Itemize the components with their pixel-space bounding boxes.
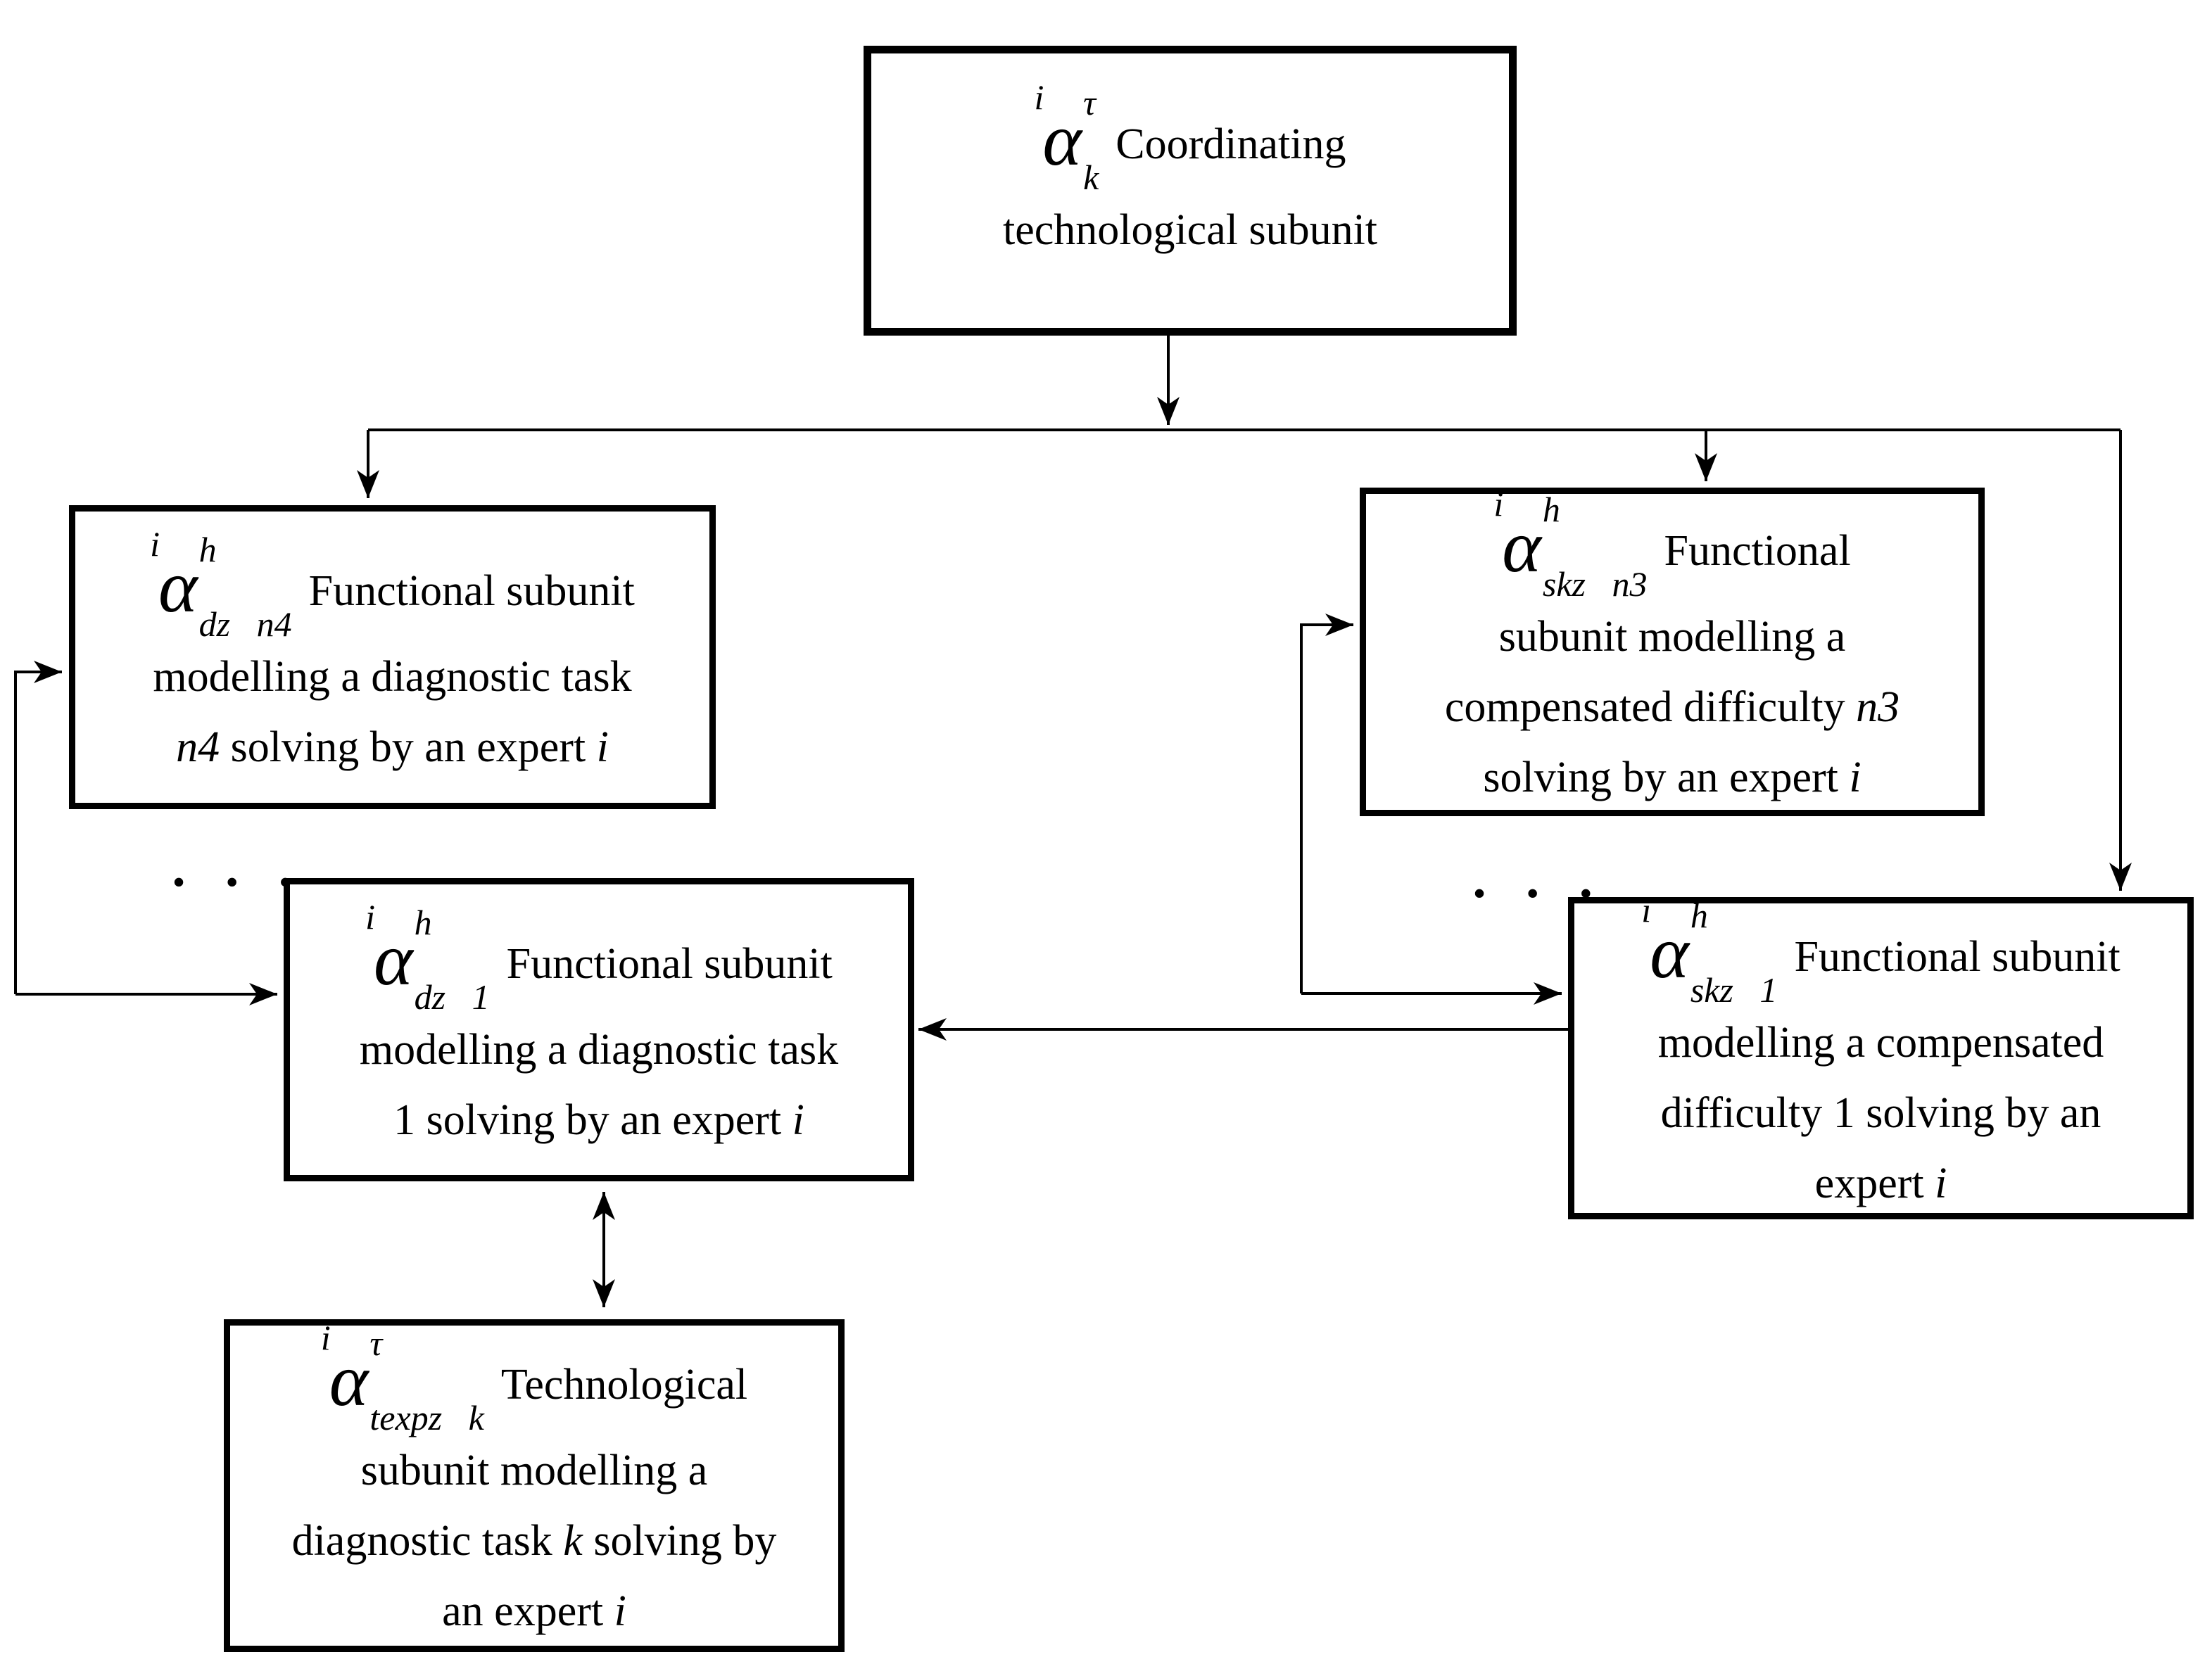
- alpha-formula: i α h dz n4: [150, 526, 292, 642]
- box-title-line: i α τ texpz k Technological: [321, 1320, 748, 1435]
- box-label: difficulty 1 solving by an: [1660, 1089, 2102, 1137]
- box-label: modelling a compensated: [1657, 1019, 2104, 1067]
- box-label: Functional: [1664, 526, 1851, 575]
- box-title-line: i α h dz 1 Functional subunit: [365, 899, 833, 1015]
- box-label: compensated difficulty n3: [1444, 682, 1900, 731]
- box-title-line: i α τ k Coordinating: [1035, 80, 1346, 195]
- alpha-formula: i α h skz n3: [1493, 486, 1648, 602]
- box-label: Functional subunit: [506, 939, 833, 988]
- box-coordinating-subunit: i α τ k Coordinating technological subun…: [864, 46, 1517, 336]
- right-loop-arrow-to-skz-n3: [1300, 614, 1353, 993]
- box-functional-subunit-skz-1: i α h skz 1 Functional subunit modelling…: [1568, 892, 2194, 1219]
- formula-scripts: h dz 1: [415, 905, 490, 1015]
- formula-subscript: k: [1083, 157, 1099, 197]
- formula-subscript: dz 1: [414, 977, 490, 1017]
- alpha-formula: i α h skz 1: [1641, 892, 1778, 1008]
- box-title-line: i α h skz 1 Functional subunit: [1641, 892, 2121, 1008]
- formula-pre-superscript: i: [1493, 483, 1504, 523]
- alpha-formula: i α τ texpz k: [321, 1320, 484, 1435]
- alpha-formula: i α h dz 1: [365, 899, 490, 1015]
- alpha-symbol: α: [1502, 504, 1541, 588]
- box-label: modelling a diagnostic task: [153, 653, 632, 701]
- box-label: Functional subunit: [308, 567, 635, 615]
- formula-superscript: h: [1542, 489, 1560, 529]
- box-label: technological subunit: [1002, 205, 1378, 254]
- formula-superscript: h: [414, 902, 432, 942]
- alpha-formula: i α τ k: [1035, 80, 1099, 195]
- box-label: expert i: [1814, 1160, 1947, 1207]
- alpha-symbol: α: [374, 917, 413, 1001]
- alpha-symbol: α: [158, 545, 198, 628]
- left-loop-arrow-to-dz-n4: [14, 661, 62, 994]
- alpha-symbol: α: [1042, 98, 1082, 181]
- formula-subscript: skz n3: [1542, 564, 1648, 604]
- box-title-line: i α h dz n4 Functional subunit: [150, 526, 635, 642]
- formula-scripts: τ texpz k: [369, 1326, 484, 1435]
- ellipsis-dots-right: • • •: [1474, 875, 1609, 911]
- box-label: subunit modelling a: [1498, 612, 1846, 661]
- ellipsis-dots-left: • • •: [173, 864, 308, 900]
- formula-pre-superscript: i: [1034, 77, 1044, 117]
- box-label: n4 solving by an expert i: [176, 723, 609, 771]
- formula-scripts: h skz 1: [1690, 898, 1778, 1008]
- box-label: subunit modelling a: [360, 1446, 708, 1494]
- formula-subscript: skz 1: [1690, 970, 1778, 1010]
- alpha-symbol: α: [1650, 911, 1689, 993]
- formula-scripts: h dz n4: [199, 532, 292, 642]
- box-label: 1 solving by an expert i: [393, 1095, 804, 1144]
- formula-pre-superscript: i: [1641, 890, 1652, 929]
- formula-superscript: τ: [369, 1323, 383, 1363]
- box-label: Coordinating: [1116, 120, 1346, 168]
- formula-pre-superscript: i: [365, 896, 375, 936]
- box-title-line: i α h skz n3 Functional: [1493, 486, 1851, 602]
- box-label: an expert i: [442, 1587, 626, 1635]
- formula-superscript: τ: [1083, 82, 1096, 122]
- box-label: solving by an expert i: [1483, 753, 1862, 801]
- alpha-symbol: α: [329, 1338, 369, 1421]
- box-functional-subunit-dz-1: i α h dz 1 Functional subunit modelling …: [284, 878, 914, 1181]
- formula-scripts: τ k: [1083, 85, 1099, 195]
- formula-superscript: h: [198, 530, 217, 569]
- formula-scripts: h skz n3: [1543, 492, 1648, 602]
- formula-subscript: dz n4: [198, 604, 292, 644]
- box-functional-subunit-skz-n3: i α h skz n3 Functional subunit modellin…: [1360, 486, 1985, 816]
- box-label: diagnostic task k solving by: [291, 1516, 777, 1565]
- box-label: Functional subunit: [1794, 933, 2121, 981]
- box-functional-subunit-dz-n4: i α h dz n4 Functional subunit modelling…: [69, 505, 716, 809]
- formula-pre-superscript: i: [320, 1317, 331, 1357]
- formula-superscript: h: [1690, 896, 1708, 935]
- box-label: modelling a diagnostic task: [359, 1025, 839, 1074]
- box-technological-subunit-texpz-k: i α τ texpz k Technological subunit mode…: [224, 1319, 845, 1652]
- box-label: Technological: [500, 1360, 748, 1409]
- formula-subscript: texpz k: [369, 1397, 484, 1437]
- formula-pre-superscript: i: [150, 524, 160, 564]
